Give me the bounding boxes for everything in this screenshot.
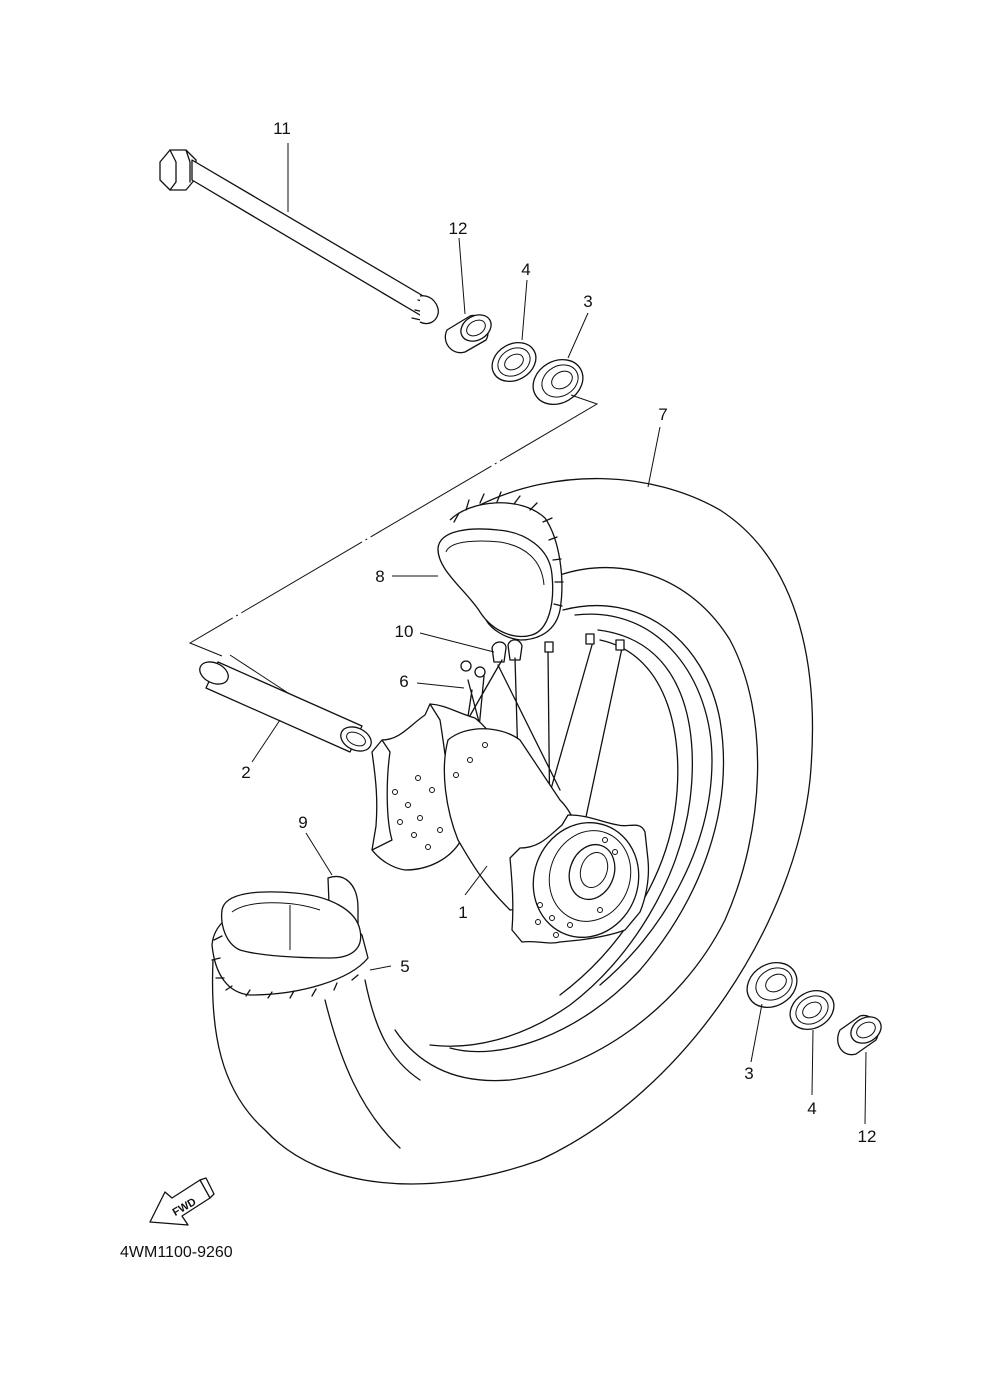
part-hub	[371, 703, 650, 944]
callout-12-top: 12	[449, 219, 468, 238]
callout-5: 5	[400, 957, 409, 976]
callout-6: 6	[399, 672, 408, 691]
part-tube-bottom	[211, 891, 369, 999]
callout-7: 7	[658, 405, 667, 424]
callout-4-top: 4	[521, 260, 530, 279]
callout-4-bottom: 4	[807, 1099, 816, 1118]
drawing-code: 4WM1100-9260	[120, 1244, 233, 1261]
part-oil-seal-bottom	[789, 989, 835, 1031]
part-oil-seal-top	[491, 341, 537, 383]
part-collar-bottom	[837, 1014, 882, 1056]
part-tire	[211, 477, 814, 1185]
part-bearing-bottom	[746, 961, 798, 1009]
part-valve	[491, 639, 523, 663]
callout-11: 11	[273, 119, 291, 138]
callout-10: 10	[395, 622, 414, 641]
callout-12-bottom: 12	[858, 1127, 877, 1146]
callout-3-bottom: 3	[744, 1064, 753, 1083]
callout-1: 1	[458, 903, 467, 922]
part-spacer	[199, 661, 372, 753]
callout-9: 9	[298, 813, 307, 832]
leader-lines	[251, 143, 867, 1125]
part-tube-top	[437, 491, 564, 641]
callout-3-top: 3	[583, 292, 592, 311]
forward-arrow-icon: FWD	[149, 1177, 215, 1226]
callout-8: 8	[375, 567, 384, 586]
part-bearing-top	[532, 358, 584, 406]
callout-labels: 11 12 4 3 7 8 10 6 2 9 1 5 3 4 12	[241, 119, 876, 1146]
part-collar-top	[444, 314, 492, 354]
part-axle	[159, 149, 439, 325]
callout-2: 2	[241, 763, 250, 782]
